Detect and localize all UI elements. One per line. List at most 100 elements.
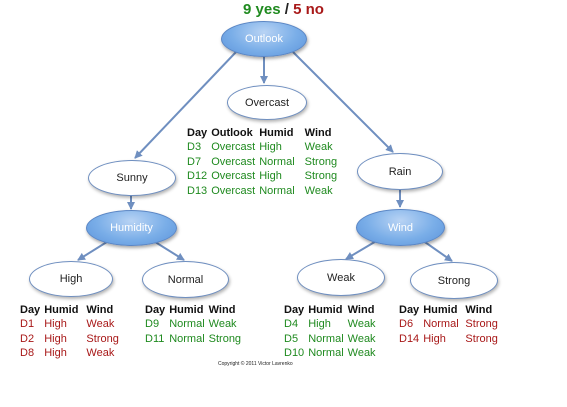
table-row: D12 Overcast High Strong: [187, 169, 341, 184]
node-weak[interactable]: Weak: [297, 259, 385, 296]
cell-humid: Normal: [259, 184, 295, 197]
yes-count: 9 yes: [243, 1, 281, 18]
cell-humid: Normal: [259, 155, 295, 168]
edge-wind-weak: [345, 239, 379, 260]
table-row: D6 Normal Strong: [399, 317, 502, 332]
cell-day: D14: [399, 332, 420, 345]
node-overcast[interactable]: Overcast: [227, 85, 307, 120]
header-humid: Humid: [44, 304, 79, 316]
cell-day: D13: [187, 184, 208, 197]
cell-wind: Weak: [86, 347, 115, 359]
cell-wind: Weak: [304, 141, 333, 153]
cell-wind: Weak: [86, 318, 115, 330]
table-weak: Day Humid Wind D4 High Weak D5 Normal We…: [284, 303, 380, 361]
cell-wind: Weak: [347, 318, 376, 330]
cell-humid: Normal: [423, 318, 459, 330]
cell-day: D4: [284, 318, 299, 330]
node-rain[interactable]: Rain: [357, 153, 443, 190]
table-high: Day Humid Wind D1 High Weak D2 High Stro…: [20, 303, 123, 361]
cell-humid: High: [44, 347, 67, 359]
cell-outlook: Overcast: [211, 170, 256, 182]
cell-humid: Normal: [308, 347, 344, 359]
cell-outlook: Overcast: [211, 184, 256, 197]
edge-outlook-sunny: [134, 51, 237, 159]
table-row: D4 High Weak: [284, 317, 380, 332]
table-row: D10 Normal Weak: [284, 346, 380, 361]
cell-wind: Strong: [304, 170, 338, 182]
cell-wind: Weak: [347, 332, 376, 345]
cell-wind: Weak: [347, 347, 376, 359]
cell-day: D11: [145, 332, 165, 345]
cell-day: D5: [284, 332, 299, 345]
header-day: Day: [399, 304, 420, 316]
cell-wind: Strong: [208, 332, 242, 345]
header-humid: Humid: [169, 304, 204, 316]
header-wind: Wind: [304, 127, 332, 139]
cell-day: D6: [399, 318, 414, 330]
header-wind: Wind: [86, 304, 114, 316]
node-sunny[interactable]: Sunny: [88, 160, 176, 196]
cell-humid: Normal: [169, 318, 205, 330]
cell-day: D1: [20, 318, 35, 330]
node-strong[interactable]: Strong: [410, 262, 498, 299]
table-row: D13 Overcast Normal Weak: [187, 184, 341, 199]
title-separator: /: [284, 1, 289, 18]
cell-wind: Strong: [465, 332, 498, 345]
header-humid: Humid: [423, 304, 458, 316]
node-normal[interactable]: Normal: [142, 261, 229, 298]
cell-humid: Normal: [308, 332, 344, 345]
table-row: D8 High Weak: [20, 346, 123, 361]
cell-humid: High: [308, 318, 331, 330]
table-normal: Day Humid Wind D9 Normal Weak D11 Normal…: [145, 303, 245, 346]
cell-outlook: Overcast: [211, 141, 256, 153]
edge-humidity-high: [77, 239, 111, 261]
header-humid: Humid: [259, 127, 294, 139]
header-wind: Wind: [347, 304, 375, 316]
cell-humid: High: [44, 318, 67, 330]
edge-outlook-rain: [292, 51, 394, 153]
cell-day: D2: [20, 332, 35, 345]
table-row: D5 Normal Weak: [284, 332, 380, 347]
header-day: Day: [187, 127, 208, 139]
cell-day: D8: [20, 347, 35, 359]
table-row: D11 Normal Strong: [145, 332, 245, 347]
node-high[interactable]: High: [29, 261, 113, 297]
header-wind: Wind: [208, 304, 236, 316]
header-day: Day: [20, 304, 41, 316]
cell-day: D10: [284, 347, 305, 359]
cell-humid: High: [259, 141, 282, 153]
cell-outlook: Overcast: [211, 155, 256, 168]
header-day: Day: [145, 304, 166, 316]
cell-humid: High: [44, 332, 67, 345]
class-count-title: 9 yes / 5 no: [0, 1, 567, 18]
table-row: D7 Overcast Normal Strong: [187, 155, 341, 170]
cell-wind: Weak: [208, 318, 237, 330]
node-wind[interactable]: Wind: [356, 209, 445, 246]
cell-day: D7: [187, 155, 202, 168]
cell-day: D3: [187, 141, 202, 153]
table-row: D14 High Strong: [399, 332, 502, 347]
no-count: 5 no: [293, 1, 324, 18]
table-strong: Day Humid Wind D6 Normal Strong D14 High…: [399, 303, 502, 346]
edge-humidity-normal: [151, 239, 185, 261]
header-outlook: Outlook: [211, 127, 253, 139]
node-outlook[interactable]: Outlook: [221, 21, 307, 57]
cell-humid: High: [423, 332, 446, 345]
cell-day: D12: [187, 170, 208, 182]
table-row: D9 Normal Weak: [145, 317, 245, 332]
header-day: Day: [284, 304, 305, 316]
table-row: D2 High Strong: [20, 332, 123, 347]
edge-wind-strong: [421, 239, 453, 262]
copyright-notice: Copyright © 2011 Victor Lavrenko: [218, 361, 293, 367]
header-wind: Wind: [465, 304, 493, 316]
header-humid: Humid: [308, 304, 343, 316]
cell-wind: Strong: [304, 155, 338, 168]
cell-wind: Strong: [465, 318, 498, 330]
node-humidity[interactable]: Humidity: [86, 210, 177, 246]
cell-humid: Normal: [169, 332, 205, 345]
cell-wind: Weak: [304, 184, 333, 197]
table-overcast: Day Outlook Humid Wind D3 Overcast High …: [187, 126, 341, 198]
cell-wind: Strong: [86, 332, 119, 345]
table-row: D3 Overcast High Weak: [187, 140, 341, 155]
